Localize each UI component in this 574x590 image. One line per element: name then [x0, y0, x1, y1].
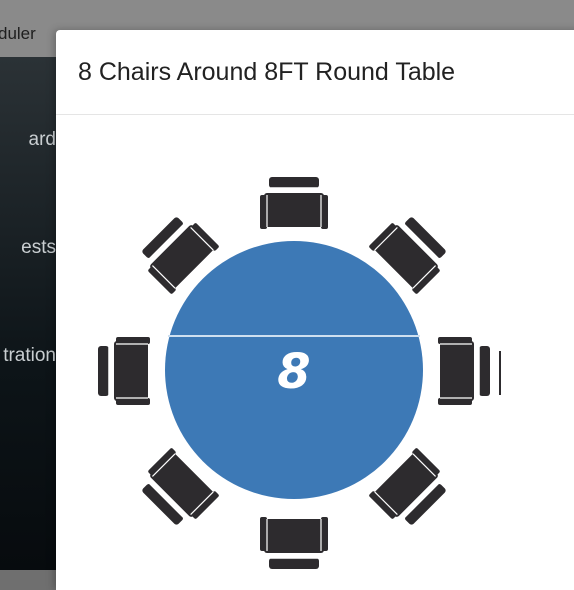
- chair-right: [437, 336, 491, 406]
- chair-left: [97, 336, 151, 406]
- sidebar-item-administration[interactable]: tration: [0, 341, 56, 371]
- round-table: [165, 241, 423, 499]
- app-title: duler: [0, 24, 36, 43]
- divider-mark: [499, 351, 501, 395]
- seat-count-label: 8: [277, 344, 310, 400]
- sidebar: ard ests tration: [0, 57, 56, 570]
- modal-title: 8 Chairs Around 8FT Round Table: [78, 58, 456, 86]
- sidebar-item-requests[interactable]: ests: [0, 233, 56, 263]
- sidebar-item-label: ests: [21, 237, 56, 258]
- chair-bottom: [259, 516, 329, 570]
- modal-dialog: 8 Chairs Around 8FT Round Table: [56, 30, 574, 590]
- chair-top: [259, 176, 329, 230]
- sidebar-item-label: ard: [28, 129, 56, 150]
- sidebar-item-label: tration: [3, 345, 56, 366]
- table-diagram: 8: [97, 176, 501, 570]
- modal-header: 8 Chairs Around 8FT Round Table: [56, 30, 574, 115]
- sidebar-item-dashboard[interactable]: ard: [0, 125, 56, 155]
